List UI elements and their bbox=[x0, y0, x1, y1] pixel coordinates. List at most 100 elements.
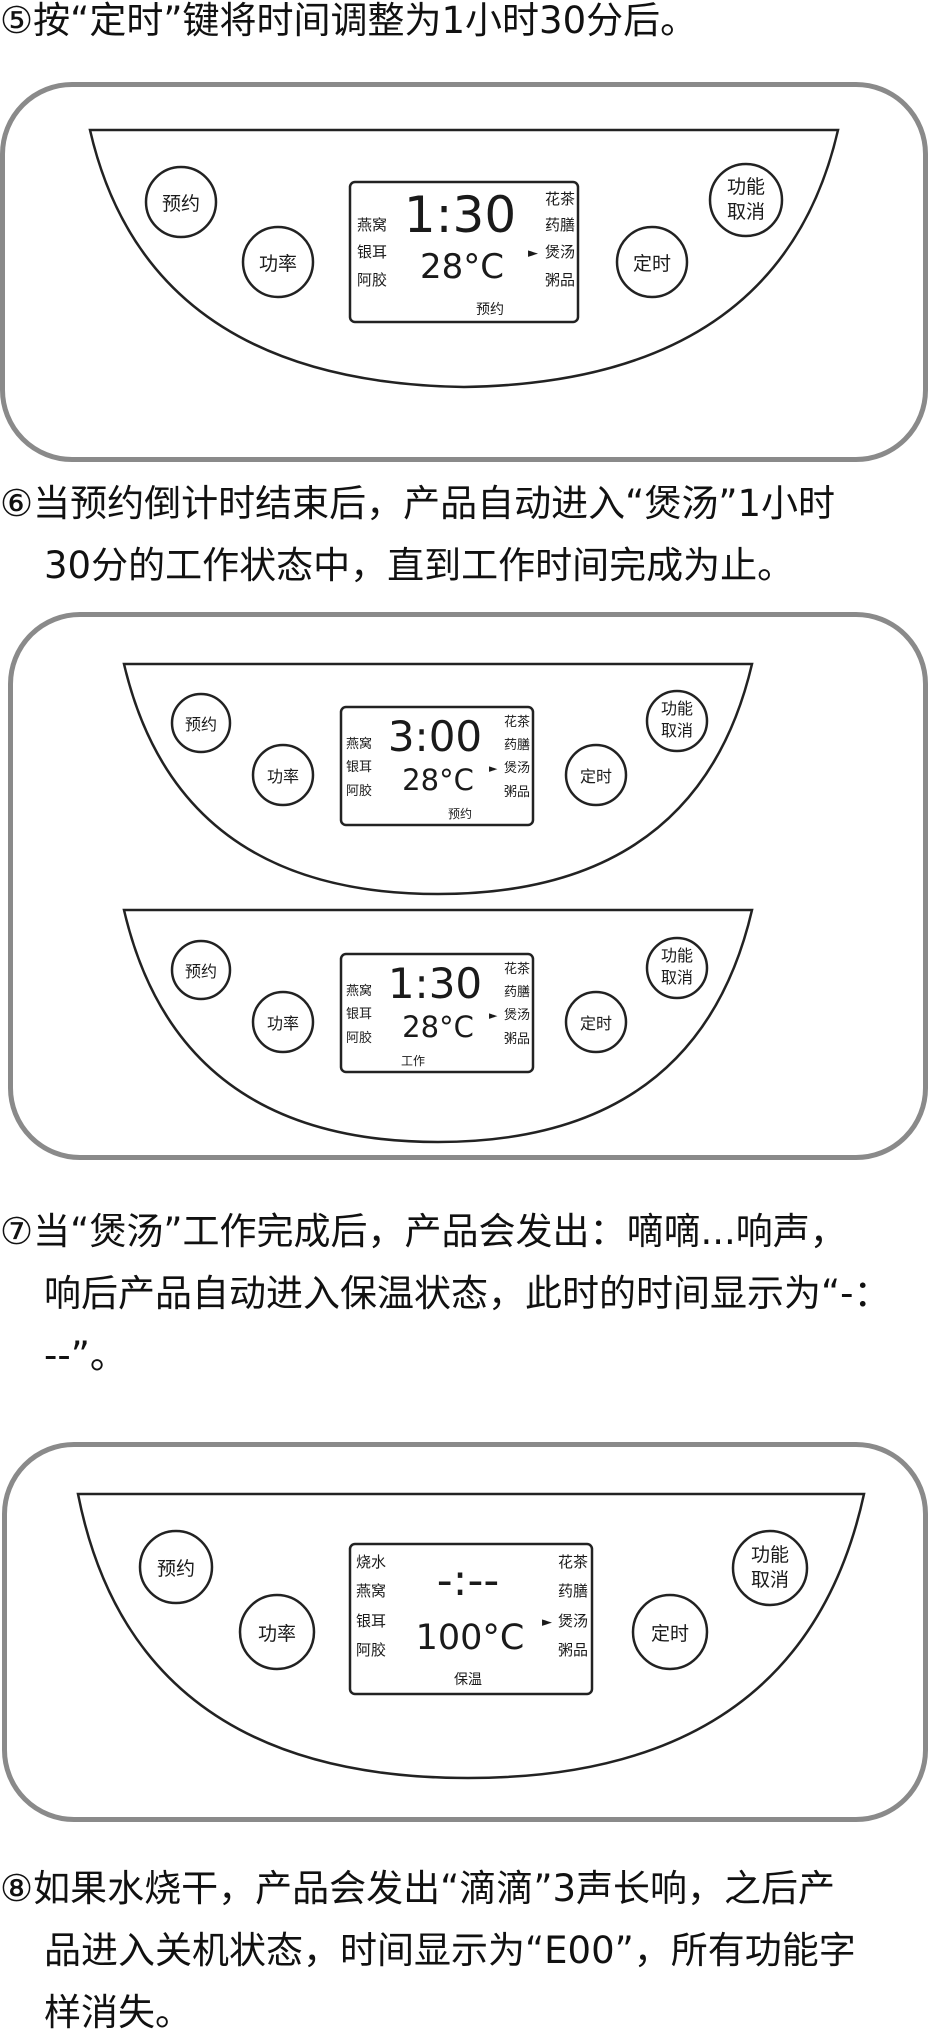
power-button-label: 功率 bbox=[267, 1014, 299, 1033]
menu-left-item: 银耳 bbox=[346, 760, 372, 775]
menu-left-item: 阿胶 bbox=[346, 783, 372, 799]
control-panel-1: 预约 功率 定时 功能 取消 1:30 28°C 预约 燕窝 银耳 阿胶 花茶 … bbox=[0, 82, 928, 462]
menu-right-item: 煲汤 bbox=[504, 760, 530, 776]
menu-left-item: 银耳 bbox=[346, 1007, 372, 1022]
step-8-line: 品进入关机状态，时间显示为“E00”，所有功能字 bbox=[44, 1929, 856, 1972]
time-readout: 1:30 bbox=[404, 186, 516, 244]
cancel-label-1: 功能 bbox=[661, 699, 693, 718]
selected-arrow-icon: ► bbox=[528, 246, 538, 261]
step-8-line: ⑧如果水烧干，产品会发出“滴滴”3声长响，之后产 bbox=[0, 1867, 836, 1910]
reserve-button-label: 预约 bbox=[157, 1558, 195, 1580]
menu-right-item: 粥品 bbox=[504, 784, 530, 800]
menu-left-item: 烧水 bbox=[356, 1553, 386, 1571]
lcd-display bbox=[348, 1542, 594, 1696]
status-label: 保温 bbox=[454, 1672, 482, 1688]
step-5-text: ⑤按“定时”键将时间调整为1小时30分后。 bbox=[0, 0, 934, 52]
menu-left-item: 燕窝 bbox=[357, 216, 387, 234]
control-panel-2: 预约 功率 定时 功能 取消 3:00 28°C 预约 燕窝 银耳 阿胶 花茶 … bbox=[8, 612, 928, 1160]
time-readout: -:-- bbox=[437, 1555, 499, 1606]
selected-arrow-icon: ► bbox=[489, 1009, 498, 1022]
timer-button[interactable]: 定时 bbox=[564, 990, 628, 1054]
menu-right-item: 药膳 bbox=[504, 984, 530, 1000]
timer-button-label: 定时 bbox=[633, 253, 671, 275]
time-readout: 3:00 bbox=[388, 712, 482, 761]
temp-readout: 28°C bbox=[402, 763, 474, 797]
timer-button[interactable]: 定时 bbox=[615, 225, 689, 299]
selected-arrow-icon: ► bbox=[542, 1615, 552, 1630]
step-6-line: 30分的工作状态中，直到工作时间完成为止。 bbox=[44, 544, 795, 587]
power-button[interactable]: 功率 bbox=[251, 743, 315, 807]
menu-left-item: 阿胶 bbox=[356, 1641, 386, 1659]
power-button-label: 功率 bbox=[259, 253, 297, 275]
step-7-line: ⑦当“煲汤”工作完成后，产品会发出：嘀嘀...响声， bbox=[0, 1210, 847, 1253]
panel-1-svg: 预约 功率 定时 功能 取消 1:30 28°C 预约 燕窝 银耳 阿胶 花茶 … bbox=[88, 128, 840, 389]
power-button[interactable]: 功率 bbox=[238, 1593, 316, 1671]
function-cancel-button[interactable]: 功能 取消 bbox=[708, 162, 784, 238]
panel-2-svg: 预约 功率 定时 功能 取消 3:00 28°C 预约 燕窝 银耳 阿胶 花茶 … bbox=[122, 662, 754, 1144]
cancel-label-2: 取消 bbox=[661, 968, 693, 987]
function-cancel-button[interactable]: 功能 取消 bbox=[645, 936, 709, 1000]
cancel-label-1: 功能 bbox=[727, 176, 765, 198]
cancel-label-2: 取消 bbox=[751, 1569, 789, 1591]
power-button-label: 功率 bbox=[267, 767, 299, 786]
cancel-label-2: 取消 bbox=[661, 721, 693, 740]
status-label: 预约 bbox=[448, 806, 472, 821]
menu-right-item: 药膳 bbox=[504, 737, 530, 753]
step-5-line: ⑤按“定时”键将时间调整为1小时30分后。 bbox=[0, 0, 698, 42]
time-readout: 1:30 bbox=[388, 959, 482, 1008]
menu-left-item: 燕窝 bbox=[346, 983, 372, 999]
panel-3-svg: 预约 功率 定时 功能 取消 -:-- 100°C 保温 烧水 燕窝 银耳 阿胶… bbox=[76, 1492, 866, 1780]
power-button-label: 功率 bbox=[258, 1623, 296, 1645]
step-7-line: 响后产品自动进入保温状态，此时的时间显示为“-： bbox=[44, 1272, 891, 1315]
power-button[interactable]: 功率 bbox=[241, 225, 315, 299]
temp-readout: 100°C bbox=[416, 1618, 525, 1658]
function-cancel-button[interactable]: 功能 取消 bbox=[731, 1529, 809, 1607]
menu-right-item: 煲汤 bbox=[558, 1612, 588, 1630]
status-label: 工作 bbox=[401, 1054, 425, 1068]
function-cancel-button[interactable]: 功能 取消 bbox=[645, 689, 709, 753]
timer-button-label: 定时 bbox=[651, 1623, 689, 1645]
step-6-line: ⑥当预约倒计时结束后，产品自动进入“煲汤”1小时 bbox=[0, 482, 836, 525]
menu-right-item: 药膳 bbox=[545, 216, 575, 234]
menu-right-item: 花茶 bbox=[545, 190, 575, 208]
menu-right-item: 花茶 bbox=[558, 1553, 588, 1571]
menu-right-item: 煲汤 bbox=[504, 1007, 530, 1023]
status-label: 预约 bbox=[476, 302, 504, 318]
menu-left-item: 阿胶 bbox=[346, 1030, 372, 1046]
timer-button[interactable]: 定时 bbox=[564, 743, 628, 807]
menu-left-item: 燕窝 bbox=[346, 736, 372, 752]
temp-readout: 28°C bbox=[420, 247, 504, 287]
menu-left-item: 燕窝 bbox=[356, 1582, 386, 1600]
menu-right-item: 花茶 bbox=[504, 961, 530, 977]
reserve-button[interactable]: 预约 bbox=[144, 165, 218, 239]
reserve-button-label: 预约 bbox=[185, 715, 217, 734]
step-7-line: --”。 bbox=[44, 1334, 127, 1377]
reserve-button[interactable]: 预约 bbox=[138, 1529, 214, 1605]
control-panel-3: 预约 功率 定时 功能 取消 -:-- 100°C 保温 烧水 燕窝 银耳 阿胶… bbox=[2, 1442, 928, 1822]
timer-button[interactable]: 定时 bbox=[631, 1593, 709, 1671]
cancel-label-1: 功能 bbox=[661, 946, 693, 965]
timer-button-label: 定时 bbox=[580, 1014, 612, 1033]
timer-button-label: 定时 bbox=[580, 767, 612, 786]
step-6-text: ⑥当预约倒计时结束后，产品自动进入“煲汤”1小时 30分的工作状态中，直到工作时… bbox=[0, 473, 934, 597]
reserve-button-label: 预约 bbox=[185, 962, 217, 981]
step-8-line: 样消失。 bbox=[44, 1991, 192, 2034]
lcd-display bbox=[339, 952, 535, 1074]
step-8-text: ⑧如果水烧干，产品会发出“滴滴”3声长响，之后产 品进入关机状态，时间显示为“E… bbox=[0, 1858, 934, 2044]
cancel-label-2: 取消 bbox=[727, 201, 765, 223]
power-button[interactable]: 功率 bbox=[251, 990, 315, 1054]
lcd-display bbox=[348, 180, 580, 324]
menu-right-item: 粥品 bbox=[504, 1031, 530, 1047]
cancel-label-1: 功能 bbox=[751, 1544, 789, 1566]
reserve-button[interactable]: 预约 bbox=[170, 692, 232, 754]
step-7-text: ⑦当“煲汤”工作完成后，产品会发出：嘀嘀...响声， 响后产品自动进入保温状态，… bbox=[0, 1201, 934, 1387]
menu-right-item: 药膳 bbox=[558, 1582, 588, 1600]
menu-right-item: 粥品 bbox=[545, 271, 575, 289]
reserve-button-label: 预约 bbox=[162, 193, 200, 215]
menu-left-item: 银耳 bbox=[356, 1612, 386, 1630]
menu-left-item: 银耳 bbox=[357, 243, 387, 261]
temp-readout: 28°C bbox=[402, 1010, 474, 1044]
reserve-button[interactable]: 预约 bbox=[170, 939, 232, 1001]
menu-left-item: 阿胶 bbox=[357, 271, 387, 289]
lcd-display bbox=[339, 705, 535, 827]
